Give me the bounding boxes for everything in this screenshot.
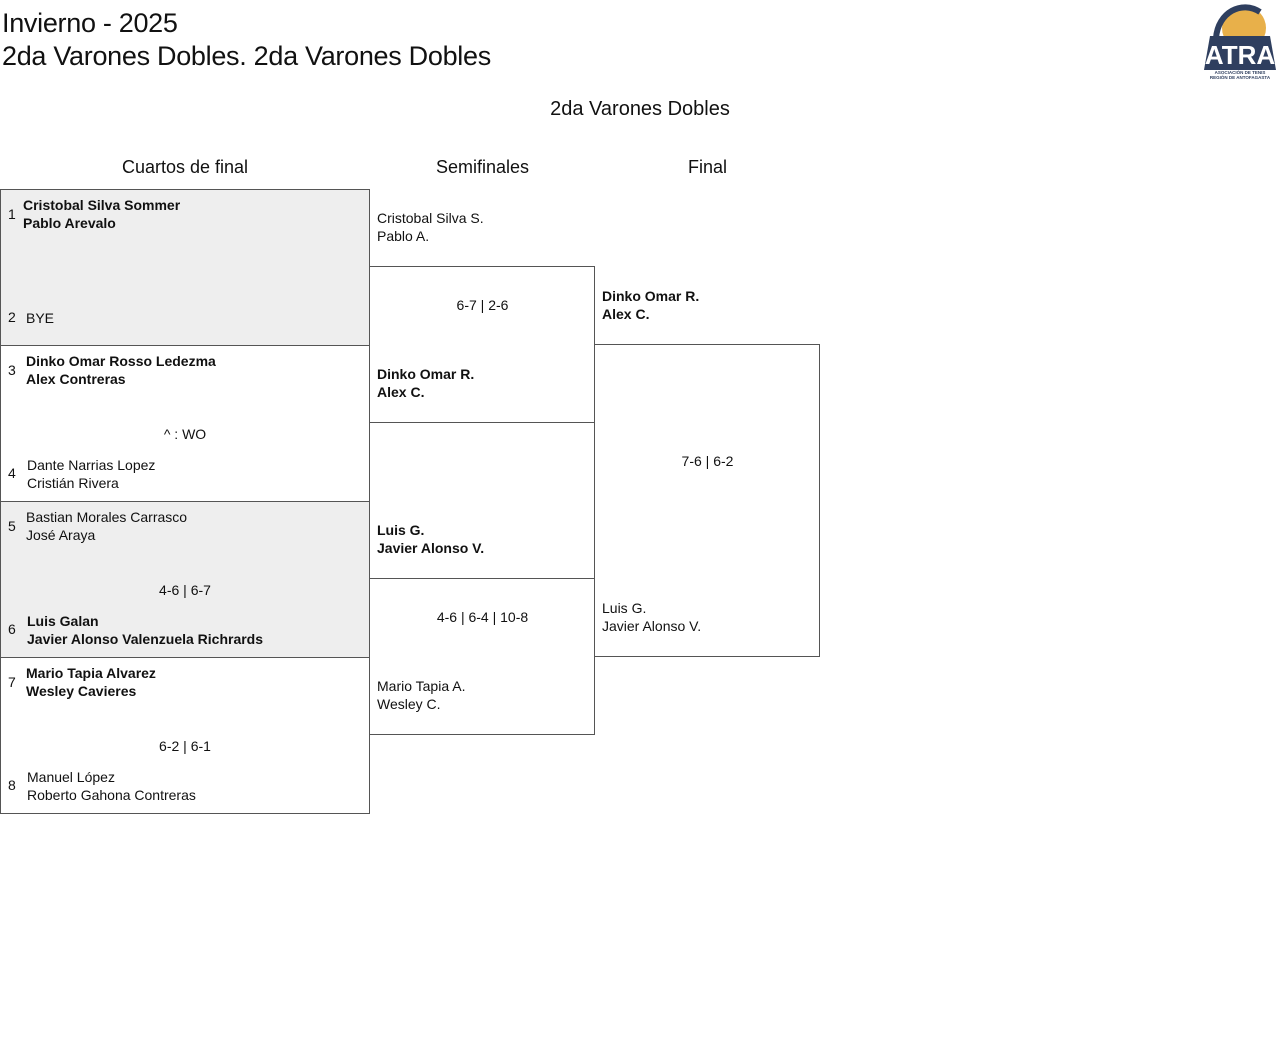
seed-number: 6: [8, 621, 16, 637]
player-name: Roberto Gahona Contreras: [27, 787, 196, 803]
seed-number: 7: [8, 674, 16, 690]
player-name: Cristobal Silva Sommer: [23, 197, 181, 213]
seed-number: 1: [8, 206, 16, 222]
round-header-final: Final: [687, 157, 727, 177]
player-name: Alex C.: [602, 306, 650, 322]
player-name: Dinko Omar R.: [377, 366, 475, 382]
seed-number: 3: [8, 362, 16, 378]
player-name: José Araya: [26, 527, 96, 543]
player-name: Bastian Morales Carrasco: [26, 509, 188, 525]
team-top: Cristobal Silva S. Pablo A.: [377, 209, 484, 245]
player-name: Cristián Rivera: [27, 475, 119, 491]
player-name: Manuel López: [27, 769, 115, 785]
seed-number: 2: [8, 309, 16, 325]
draw-title: 2da Varones Dobles: [550, 98, 730, 120]
team-bottom: Mario Tapia A. Wesley C.: [377, 677, 465, 713]
player-name: Wesley Cavieres: [26, 683, 137, 699]
player-name: Dinko Omar R.: [602, 288, 700, 304]
player-name: Javier Alonso V.: [602, 618, 702, 634]
player-name: Luis Galan: [27, 613, 99, 629]
svg-text:ASOCIACIÓN DE TENIS: ASOCIACIÓN DE TENIS: [1215, 68, 1266, 75]
player-name: Mario Tapia A.: [377, 678, 466, 694]
player-name: Javier Alonso Valenzuela Richrards: [27, 631, 264, 647]
seed-number: 4: [8, 465, 16, 481]
player-name: Pablo Arevalo: [23, 215, 116, 231]
player-name: BYE: [26, 310, 55, 326]
player-name: Wesley C.: [377, 696, 441, 712]
page-subtitle: 2da Varones Dobles. 2da Varones Dobles: [2, 41, 491, 71]
player-name: Luis G.: [377, 522, 425, 538]
final-match: [594, 344, 820, 657]
player-name: Mario Tapia Alvarez: [26, 665, 156, 681]
team-bottom: BYE: [26, 309, 54, 327]
team-bottom: Dinko Omar R. Alex C.: [377, 365, 474, 401]
svg-text:ATRA: ATRA: [1205, 40, 1276, 70]
page-title: Invierno - 2025: [2, 8, 178, 38]
seed-number: 8: [8, 777, 16, 793]
team-top: Luis G. Javier Alonso V.: [377, 521, 484, 557]
player-name: Alex C.: [377, 384, 425, 400]
match-score: 7-6 | 6-2: [681, 453, 734, 469]
match-score: 4-6 | 6-7: [159, 582, 211, 598]
match-score: ^ : WO: [163, 426, 207, 442]
round-header-semifinals: Semifinales: [435, 157, 530, 177]
svg-text:REGIÓN DE ANTOFAGASTA: REGIÓN DE ANTOFAGASTA: [1210, 73, 1271, 80]
quarterfinal-match: [0, 501, 370, 658]
player-name: Pablo A.: [377, 228, 430, 244]
player-name: Alex Contreras: [26, 371, 126, 387]
match-score: 6-7 | 2-6: [456, 297, 509, 313]
team-top: Dinko Omar R. Alex C.: [602, 287, 699, 323]
match-score: 6-2 | 6-1: [159, 738, 211, 754]
player-name: Cristobal Silva S.: [377, 210, 484, 226]
match-score: 4-6 | 6-4 | 10-8: [436, 609, 529, 625]
player-name: Dinko Omar Rosso Ledezma: [26, 353, 216, 369]
player-name: Dante Narrias Lopez: [27, 457, 156, 473]
quarterfinal-match: [0, 657, 370, 814]
player-name: Javier Alonso V.: [377, 540, 485, 556]
player-name: Luis G.: [602, 600, 647, 616]
round-header-quarterfinals: Cuartos de final: [121, 157, 249, 177]
team-bottom: Luis G. Javier Alonso V.: [602, 599, 701, 635]
seed-number: 5: [8, 518, 16, 534]
atra-logo: ATRA ASOCIACIÓN DE TENIS REGIÓN DE ANTOF…: [1202, 2, 1278, 82]
